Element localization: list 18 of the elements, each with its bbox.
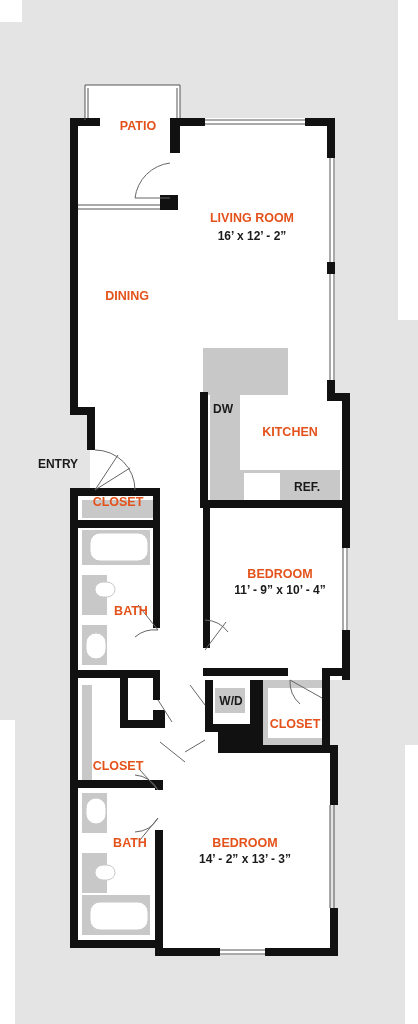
plan-text: ENTRY [37,458,79,470]
room-label: BATH [114,604,148,618]
plan-text: 11’ - 9” x 10’ - 4” [234,584,326,596]
room-label: CLOSET [269,717,321,731]
room-label: BEDROOM [247,567,313,581]
room-label: BEDROOM [212,836,278,850]
plan-text: REF. [294,481,320,493]
room-label: PATIO [119,119,157,133]
plan-text: 16’ x 12’ - 2” [217,230,287,242]
plan-text: 14’ - 2” x 13’ - 3” [198,853,292,865]
plan-text: DW [213,403,233,415]
room-label: CLOSET [92,759,144,773]
room-label: KITCHEN [262,425,318,439]
plan-text: W/D [219,695,243,707]
room-label: DINING [105,289,149,303]
room-label: LIVING ROOM [210,211,294,225]
room-label: CLOSET [92,495,144,509]
room-label: BATH [113,836,147,850]
